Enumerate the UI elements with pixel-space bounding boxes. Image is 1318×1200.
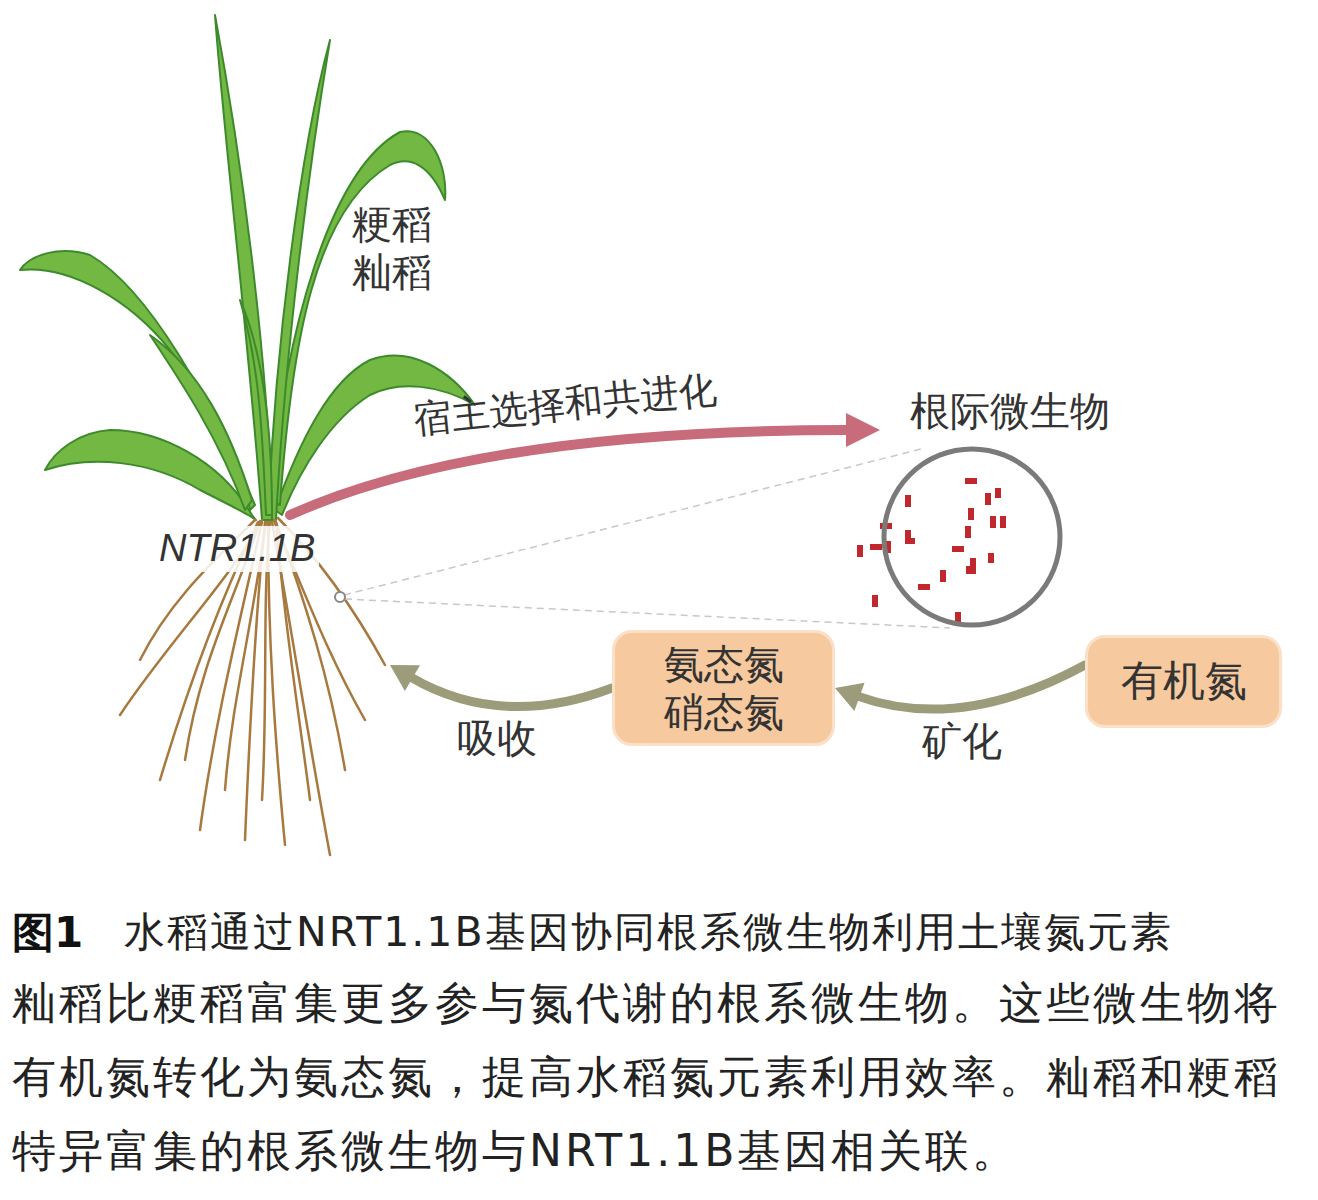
microbe-dot bbox=[857, 545, 863, 557]
microbe-dot bbox=[966, 566, 976, 574]
microbe-dot bbox=[965, 478, 977, 484]
connector-line bbox=[858, 665, 1085, 709]
connector-arrow bbox=[390, 665, 612, 707]
microbe-dot bbox=[952, 546, 964, 552]
gene-label: NTR1.1B bbox=[155, 526, 319, 572]
connector-arrow bbox=[835, 665, 1085, 711]
microbe-dot bbox=[1000, 516, 1006, 528]
microbe-dot bbox=[905, 495, 911, 507]
rice-leaves bbox=[20, 15, 475, 520]
nitrogen-form-box: 氨态氮 硝态氮 bbox=[612, 630, 835, 746]
arrow-head bbox=[846, 413, 880, 447]
circle-outline bbox=[884, 449, 1060, 625]
microbe-circle: 根际微生物 bbox=[880, 385, 1135, 630]
microbe-dot bbox=[918, 584, 930, 590]
microbe-dot bbox=[988, 553, 994, 563]
microbe-dot bbox=[995, 488, 1001, 498]
figure-number: 图1 bbox=[12, 908, 83, 958]
microbe-dots bbox=[857, 478, 1006, 624]
microbe-dot bbox=[905, 538, 915, 544]
zoom-point bbox=[335, 592, 345, 602]
figure-title: 水稻通过NRT1.1B基因协同根系微生物利用土壤氮元素 bbox=[124, 908, 1173, 957]
plant-node: 粳稻 籼稻NTR1.1B bbox=[110, 515, 390, 860]
arrow-head bbox=[390, 665, 420, 691]
edge-label: 矿化 bbox=[922, 714, 1002, 769]
zoom-lines bbox=[344, 448, 950, 628]
rice-roots bbox=[120, 518, 385, 855]
connector-line bbox=[411, 677, 612, 706]
connector-line bbox=[290, 430, 848, 515]
box-text: 氨态氮 硝态氮 bbox=[661, 640, 787, 736]
arrow-head bbox=[835, 683, 865, 711]
rice-variety-label: 粳稻 籼稻 bbox=[352, 200, 438, 296]
edge-label: 吸收 bbox=[457, 711, 537, 766]
microbe-dot bbox=[940, 570, 946, 582]
microbe-dot bbox=[990, 516, 996, 528]
box-text: 有机氮 bbox=[1121, 656, 1247, 706]
microbe-dot bbox=[870, 544, 882, 550]
microbe-dot bbox=[872, 595, 878, 607]
circle-heading: 根际微生物 bbox=[910, 387, 1110, 435]
microbe-dot bbox=[968, 508, 974, 520]
figure-caption: 籼稻比粳稻富集更多参与氮代谢的根系微生物。这些微生物将有机氮转化为氨态氮，提高水… bbox=[12, 966, 1310, 1188]
microbe-dot bbox=[965, 526, 971, 538]
microbe-dot bbox=[985, 493, 991, 505]
organic-n-box: 有机氮 bbox=[1085, 635, 1282, 728]
